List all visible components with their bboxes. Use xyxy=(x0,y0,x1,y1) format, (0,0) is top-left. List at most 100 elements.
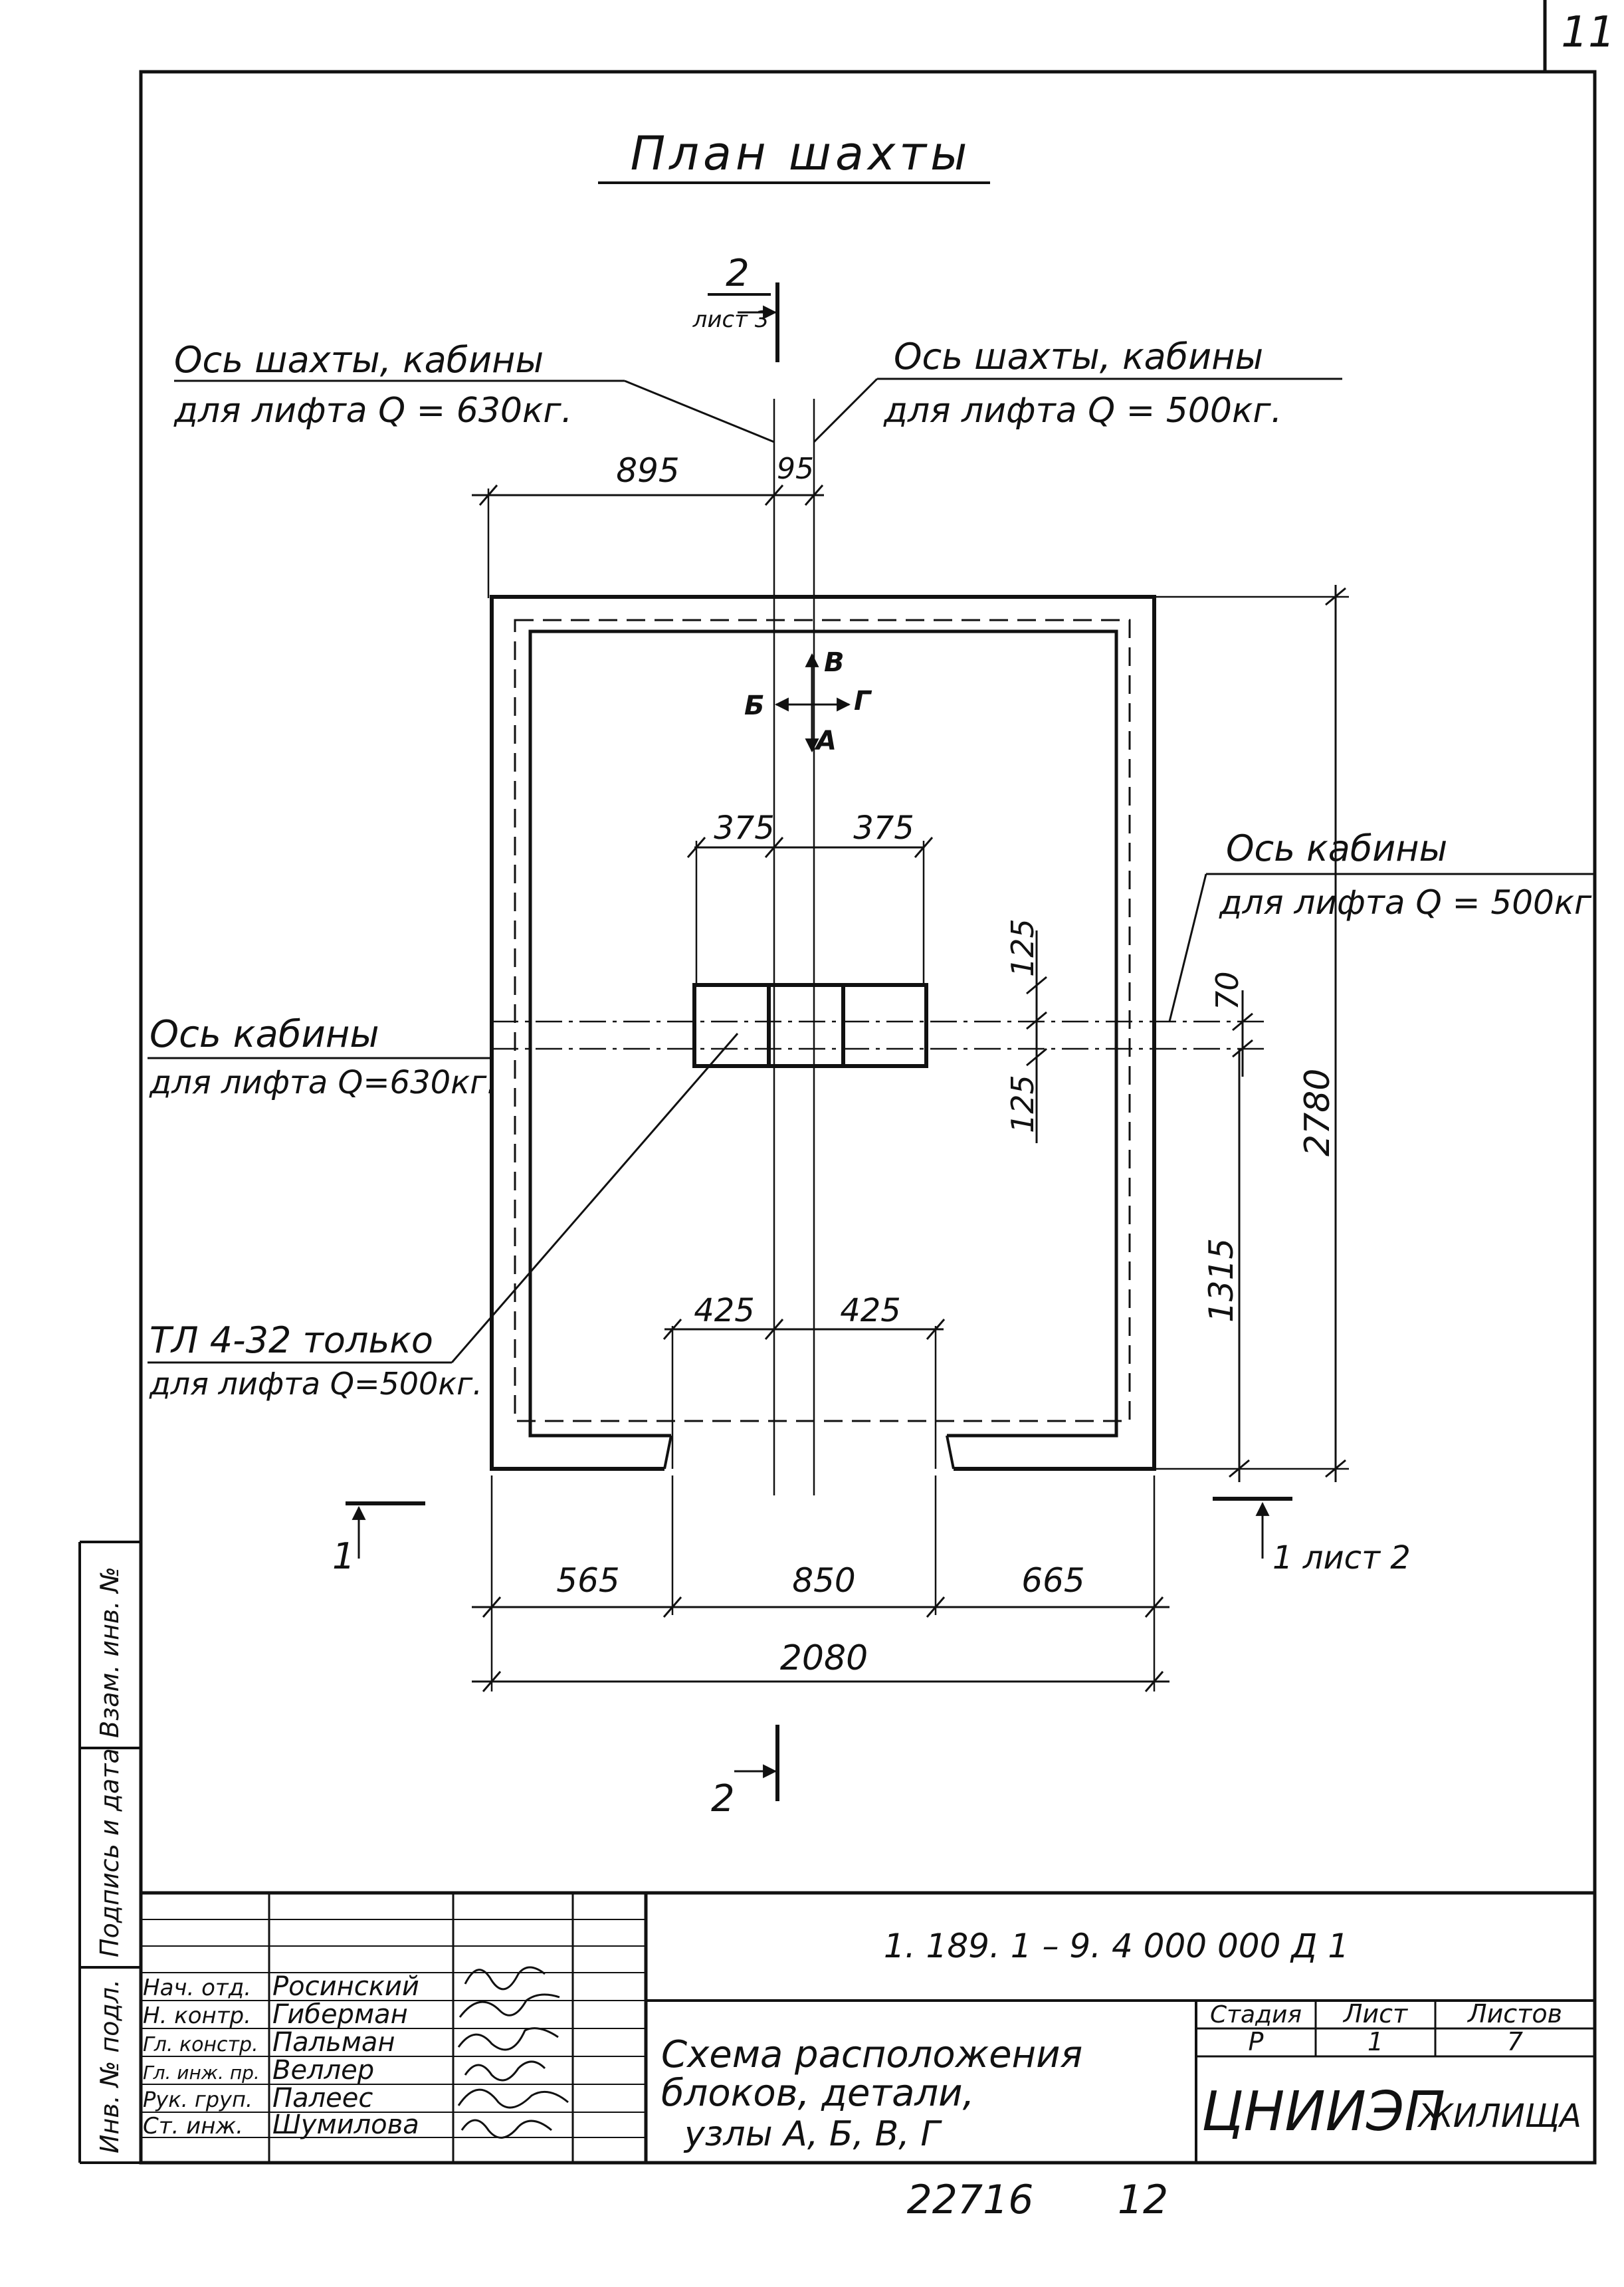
dim-total-depth: 2780 xyxy=(1298,1069,1338,1156)
dim-top-left: 895 xyxy=(616,451,679,490)
dim-block-right: 375 xyxy=(853,810,914,847)
signature-4 xyxy=(464,2060,546,2082)
role-row-2-role: Н. контр. xyxy=(143,2003,251,2029)
sheet-header: Лист xyxy=(1342,1999,1409,2028)
callout-cabin-axis-500-line1: Ось кабины xyxy=(1226,827,1447,869)
sheet-value: 1 xyxy=(1368,2027,1383,2056)
direction-down-label: А xyxy=(814,726,837,756)
dim-total-width: 2080 xyxy=(780,1638,868,1678)
section-left-number: 1 xyxy=(332,1535,355,1577)
role-row-2-name: Гиберман xyxy=(272,1999,408,2030)
callout-shaft-axis-500-line2: для лифта Q = 500кг. xyxy=(883,391,1282,431)
description-line-3: узлы А, Б, В, Г xyxy=(683,2114,942,2154)
dim-door-right: 425 xyxy=(840,1292,901,1329)
callout-shaft-axis-630: Ось шахты, кабины для лифта Q = 630кг. xyxy=(173,339,775,443)
callout-shaft-axis-630-line2: для лифта Q = 630кг. xyxy=(173,391,572,431)
signature-3 xyxy=(457,2027,559,2051)
callout-cabin-axis-630-line1: Ось кабины xyxy=(150,1013,379,1056)
roles-list: Нач. отд. Росинский Н. контр. Гиберман Г… xyxy=(143,1971,419,2140)
signature-1 xyxy=(464,1966,546,1991)
description-line-2: блоков, детали, xyxy=(661,2072,974,2115)
callout-shaft-axis-630-line1: Ось шахты, кабины xyxy=(174,339,544,381)
role-row-4-role: Гл. инж. пр. xyxy=(143,2062,260,2084)
sheets-header: Листов xyxy=(1467,1999,1562,2028)
callout-tl-note-line2: для лифта Q=500кг. xyxy=(149,1366,482,1402)
role-row-4-name: Веллер xyxy=(272,2055,374,2086)
role-row-1-role: Нач. отд. xyxy=(143,1975,251,2001)
dim-axis-offset: 70 xyxy=(1209,971,1245,1010)
signature-6 xyxy=(460,2119,552,2139)
callout-cabin-axis-630-line2: для лифта Q=630кг. xyxy=(149,1064,497,1101)
role-row-3-role: Гл. констр. xyxy=(143,2033,258,2056)
cabin-axes xyxy=(492,1020,1266,1050)
direction-cross: В Б Г А xyxy=(744,647,872,756)
section-mark-bottom: 2 xyxy=(711,1725,779,1820)
dim-vertical: 2780 1315 xyxy=(1154,585,1349,1482)
callout-shaft-axis-500: Ось шахты, кабины для лифта Q = 500кг. xyxy=(813,336,1342,443)
footer-format: 12 xyxy=(1118,2177,1168,2223)
organization-name: ЦНИИЭП xyxy=(1201,2080,1445,2143)
role-row-5-name: Палеес xyxy=(272,2083,373,2114)
role-row-6-name: Шумилова xyxy=(272,2110,419,2140)
description-block: Схема расположения блоков, детали, узлы … xyxy=(661,2033,1082,2154)
block-center xyxy=(767,983,845,1068)
dim-block-left: 375 xyxy=(714,810,775,847)
dim-door-left: 425 xyxy=(694,1292,755,1329)
direction-right-label: Г xyxy=(854,686,872,716)
sheets-value: 7 xyxy=(1507,2027,1523,2056)
dim-to-door: 1315 xyxy=(1202,1238,1241,1323)
organization-suffix: ЖИЛИЩА xyxy=(1417,2098,1581,2135)
dim-top-offset: 95 xyxy=(777,452,814,486)
dim-block-lower: 125 xyxy=(1005,1075,1041,1133)
stage-value: Р xyxy=(1249,2027,1264,2056)
section-mark-left: 1 xyxy=(332,1501,425,1577)
dim-top-row: 895 95 xyxy=(472,451,824,598)
stage-header: Стадия xyxy=(1210,2001,1302,2028)
block-left xyxy=(692,983,771,1068)
callout-cabin-axis-500: Ось кабины для лифта Q = 500кг xyxy=(1168,827,1595,1022)
dim-bottom-left: 565 xyxy=(556,1561,619,1600)
stage-table: Стадия Лист Листов Р 1 7 xyxy=(1210,1999,1562,2056)
section-right-label: 1 лист 2 xyxy=(1272,1539,1411,1577)
dim-block-side: 125 125 70 xyxy=(1005,919,1253,1143)
direction-left-label: Б xyxy=(744,691,765,721)
dim-door-top: 425 425 xyxy=(662,1292,946,1469)
side-stamp-inventory: Инв. № подл. xyxy=(95,1979,124,2153)
doc-code: 1. 189. 1 – 9. 4 000 000 Д 1 xyxy=(884,1927,1349,1965)
section-mark-right: 1 лист 2 xyxy=(1213,1497,1411,1577)
title-block-frame xyxy=(141,1891,1595,2163)
sheet-corner-number: 11 xyxy=(1561,8,1615,57)
blocks-group: 375 375 xyxy=(686,810,934,1068)
role-row-3-name: Пальман xyxy=(272,2027,395,2058)
dim-bottom-door: 850 xyxy=(792,1561,855,1600)
dim-block-upper: 125 xyxy=(1005,919,1041,977)
footer-inventory: 22716 xyxy=(907,2177,1034,2223)
section-bottom-number: 2 xyxy=(711,1777,735,1820)
dim-bottom-right: 665 xyxy=(1021,1561,1084,1600)
block-right xyxy=(841,983,928,1068)
side-stamp: Инв. № подл. Подпись и дата Взам. инв. № xyxy=(95,1567,124,2153)
callout-tl-note: ТЛ 4-32 только для лифта Q=500кг. xyxy=(148,1033,739,1402)
shaft-walls xyxy=(490,595,1156,1471)
sheet-frame xyxy=(78,0,1597,2165)
callout-shaft-axis-500-line1: Ось шахты, кабины xyxy=(894,336,1263,378)
signature-2 xyxy=(458,1993,560,2018)
callout-cabin-axis-630: Ось кабины для лифта Q=630кг. xyxy=(148,1013,497,1101)
drawing-title: План шахты xyxy=(631,126,971,181)
section-top-sheet-ref: лист 3 xyxy=(692,306,769,333)
description-line-1: Схема расположения xyxy=(661,2033,1082,2076)
callout-tl-note-line1: ТЛ 4-32 только xyxy=(150,1319,433,1361)
role-row-6-role: Ст. инж. xyxy=(143,2113,243,2139)
signatures xyxy=(457,1966,569,2139)
direction-up-label: В xyxy=(824,647,845,678)
callout-cabin-axis-500-line2: для лифта Q = 500кг xyxy=(1219,883,1592,922)
section-top-number: 2 xyxy=(726,252,750,295)
dim-bottom-row: 565 850 665 2080 xyxy=(472,1475,1169,1692)
role-row-5-role: Рук. груп. xyxy=(143,2087,253,2112)
role-row-1-name: Росинский xyxy=(272,1971,419,2002)
side-stamp-replace: Взам. инв. № xyxy=(95,1567,124,1738)
side-stamp-signature: Подпись и дата xyxy=(95,1748,124,1957)
vertical-axes xyxy=(773,399,815,1495)
signature-5 xyxy=(457,2088,569,2109)
